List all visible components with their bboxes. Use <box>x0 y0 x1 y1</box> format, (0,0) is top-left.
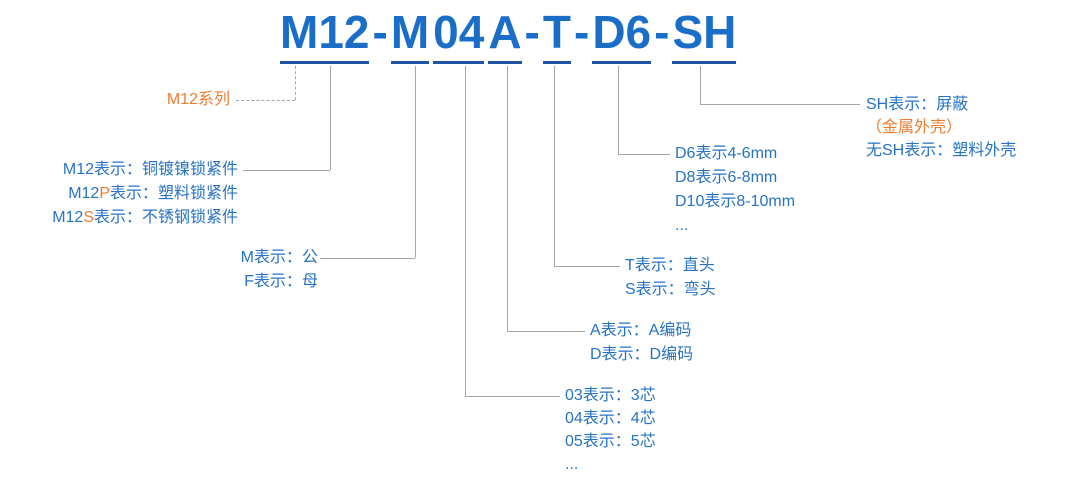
connector-series-horizontal <box>236 100 295 101</box>
connector-shielding-horizontal <box>700 104 860 105</box>
lock-type-line-2-highlight: P <box>99 185 110 202</box>
cable-diameter-line-3: D10表示8-10mm <box>675 193 796 210</box>
connector-series-vertical <box>295 66 296 100</box>
shielding-line-2: （金属外壳） <box>866 119 963 136</box>
connector-head-style-horizontal <box>554 266 620 267</box>
lock-type-line-3-prefix: M12 <box>52 209 84 226</box>
title-seg-dash-1: - <box>372 6 388 58</box>
title-seg-m: M <box>390 6 430 64</box>
connector-gender-horizontal <box>320 258 415 259</box>
label-series: M12系列 <box>166 91 230 108</box>
connector-coding-horizontal <box>507 331 585 332</box>
lock-type-line-3-suffix: 表示：不锈钢锁紧件 <box>93 209 238 226</box>
lock-type-line-2-suffix: 表示：塑料锁紧件 <box>109 185 238 202</box>
shielding-line-3: 无SH表示：塑料外壳 <box>866 142 1017 159</box>
label-head-style: T表示：直头 S表示：弯头 <box>625 254 716 302</box>
cores-line-2: 04表示：4芯 <box>565 410 656 427</box>
connector-cores-horizontal <box>465 396 560 397</box>
head-style-line-2: S表示：弯头 <box>625 281 716 298</box>
label-gender: M表示：公 F表示：母 <box>240 246 318 294</box>
title-seg-sh: SH <box>672 6 737 64</box>
head-style-line-1: T表示：直头 <box>625 257 715 274</box>
gender-line-2: F表示：母 <box>244 273 318 290</box>
connector-lock-type-horizontal <box>243 170 330 171</box>
lock-type-line-1: M12表示：铜镀镍锁紧件 <box>62 161 238 178</box>
cable-diameter-line-1: D6表示4-6mm <box>675 145 778 162</box>
coding-line-2: D表示：D编码 <box>590 346 694 363</box>
lock-type-line-2: M12P表示：塑料锁紧件 <box>8 182 238 206</box>
lock-type-line-3-highlight: S <box>83 209 94 226</box>
coding-line-1: A表示：A编码 <box>590 322 692 339</box>
lock-type-line-3: M12S表示：不锈钢锁紧件 <box>8 206 238 230</box>
title-seg-04: 04 <box>433 6 485 64</box>
title-seg-dash-3: - <box>573 6 590 58</box>
label-cores: 03表示：3芯 04表示：4芯 05表示：5芯 ... <box>565 384 656 476</box>
connector-coding-vertical <box>507 66 508 331</box>
label-shielding: SH表示：屏蔽 （金属外壳） 无SH表示：塑料外壳 <box>866 93 1016 162</box>
label-lock-type: M12表示：铜镀镍锁紧件 M12P表示：塑料锁紧件 M12S表示：不锈钢锁紧件 <box>8 158 238 230</box>
connector-head-style-vertical <box>554 66 555 266</box>
connector-cores-vertical <box>465 66 466 396</box>
gender-line-1: M表示：公 <box>240 249 318 266</box>
cores-line-1: 03表示：3芯 <box>565 387 656 404</box>
title-seg-dash-4: - <box>654 6 670 58</box>
title-seg-t: T <box>542 6 571 64</box>
title-seg-m12: M12 <box>280 6 370 64</box>
shielding-line-1: SH表示：屏蔽 <box>866 96 969 113</box>
label-coding: A表示：A编码 D表示：D编码 <box>590 319 693 367</box>
connector-lock-type-vertical <box>330 66 331 170</box>
page-title: M12-M04A-T-D6-SH <box>278 6 738 64</box>
cores-line-3: 05表示：5芯 <box>565 433 656 450</box>
title-seg-dash-2: - <box>524 6 540 58</box>
lock-type-line-2-prefix: M12 <box>68 185 100 202</box>
connector-shielding-vertical <box>700 66 701 104</box>
title-seg-d6: D6 <box>592 6 652 64</box>
cable-diameter-line-4: ... <box>675 217 689 234</box>
connector-diameter-horizontal <box>618 154 670 155</box>
label-cable-diameter: D6表示4-6mm D8表示6-8mm D10表示8-10mm ... <box>675 142 795 238</box>
title-seg-a: A <box>488 6 522 64</box>
connector-gender-vertical <box>415 66 416 258</box>
cable-diameter-line-2: D8表示6-8mm <box>675 169 778 186</box>
cores-line-4: ... <box>565 456 579 473</box>
connector-diameter-vertical <box>618 66 619 154</box>
